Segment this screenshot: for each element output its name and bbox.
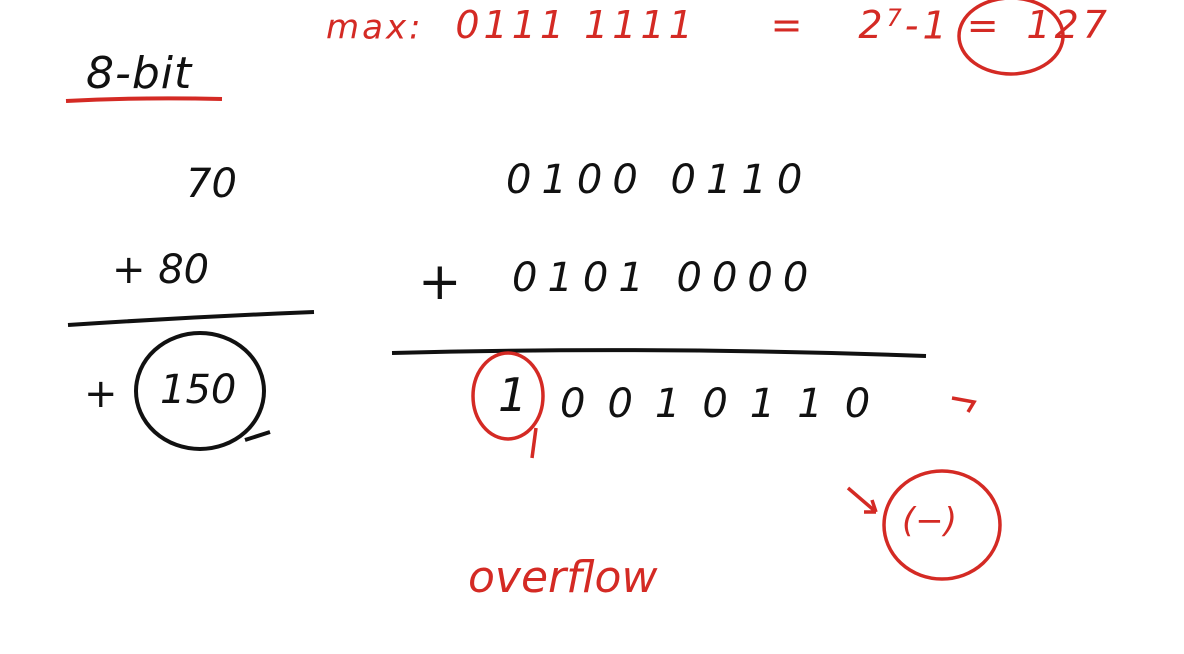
decimal-operand-a: 70 [186,161,237,207]
result-arrow-mark [951,396,977,413]
decimal-sum-line [67,310,315,327]
decimal-sum: 150 [160,367,237,413]
binary-operand-a: 0100 0110 [506,157,813,203]
binary-result-tail: 0010110 [560,381,893,427]
binary-operand-b: 0101 0000 [512,255,819,301]
max-line: max: 0111 1111 = 27-1 = 127 [326,6,1111,44]
title-8bit: 8-bit [86,48,193,99]
max-formula-base: 2 [858,3,887,48]
max-equals: = [770,3,807,48]
max-label: max: [326,7,424,48]
binary-sum-line [391,348,927,358]
binary-plus-sign: + [418,252,472,312]
overflow-note: overflow [468,552,658,603]
binary-carry-bit: 1 [498,368,538,422]
negative-note: (−) [902,501,958,541]
negative-arrow [846,486,878,514]
max-formula-tail: -1 = [904,3,1003,48]
max-bits: 0111 1111 [455,3,697,48]
decimal-sum-sign: + [84,371,118,417]
decimal-operand-b: + 80 [112,247,210,293]
max-formula-exponent: 7 [886,4,905,32]
max-result: 127 [1026,3,1111,48]
